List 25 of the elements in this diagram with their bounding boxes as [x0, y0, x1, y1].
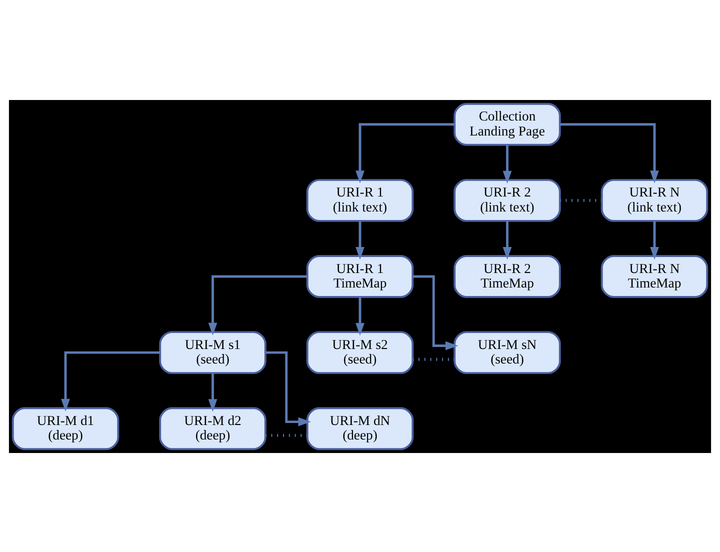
- node-box: URI-M d2 (deep): [159, 406, 266, 450]
- arrow: [650, 220, 659, 260]
- node-box: URI-M dN (deep): [306, 406, 414, 450]
- arrow: [502, 144, 512, 184]
- node-box: URI-M s1 (seed): [159, 330, 266, 374]
- arrow: [560, 122, 659, 183]
- arrow: [502, 220, 512, 260]
- arrow: [356, 296, 364, 336]
- arrow: [356, 220, 364, 260]
- arrow: [61, 350, 160, 412]
- node-box: Collection Landing Page: [454, 102, 561, 146]
- node-box: URI-R N TimeMap: [600, 254, 708, 298]
- node-box: URI-M sN (seed): [454, 330, 561, 374]
- arrow: [208, 274, 308, 335]
- node-box: URI-R 1 TimeMap: [306, 254, 414, 298]
- node-box: URI-R N (link text): [600, 178, 708, 222]
- arrow: [265, 350, 311, 426]
- arrow: [412, 274, 458, 350]
- node-box: URI-R 1 (link text): [306, 178, 414, 222]
- node-box: URI-M d1 (deep): [12, 406, 120, 450]
- arrow: [208, 372, 218, 412]
- arrow: [356, 122, 454, 183]
- node-box: URI-R 2 TimeMap: [454, 254, 561, 298]
- node-box: URI-M s2 (seed): [306, 330, 414, 374]
- node-box: URI-R 2 (link text): [454, 178, 561, 222]
